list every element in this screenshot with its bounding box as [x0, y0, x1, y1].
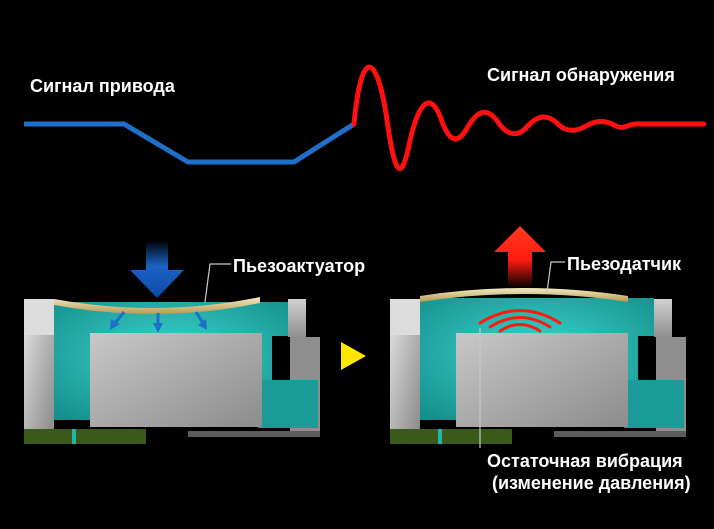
- residual-vibration-label: Остаточная вибрация: [487, 451, 683, 471]
- drive-signal-label: Сигнал привода: [30, 76, 175, 96]
- rise-up-arrow-icon: [494, 226, 546, 288]
- piezo-sensor-label: Пьезодатчик: [567, 254, 682, 274]
- right-ink-cell: [390, 288, 686, 444]
- piezo-actuator-label: Пьезоактуатор: [233, 256, 366, 276]
- drive-signal-waveform: [24, 121, 356, 165]
- play-triangle-icon: [341, 342, 366, 370]
- left-ink-cell: [24, 297, 320, 444]
- push-down-arrow-icon: [130, 240, 184, 298]
- detect-signal-label: Сигнал обнаружения: [487, 65, 675, 85]
- sensor-leader-line: [546, 261, 565, 293]
- actuator-leader-line: [204, 263, 231, 303]
- pressure-arrows-icon: [110, 311, 207, 333]
- detect-signal-waveform: [351, 64, 707, 172]
- vibration-waves-icon: [478, 309, 562, 333]
- pressure-change-label: (изменение давления): [492, 473, 691, 493]
